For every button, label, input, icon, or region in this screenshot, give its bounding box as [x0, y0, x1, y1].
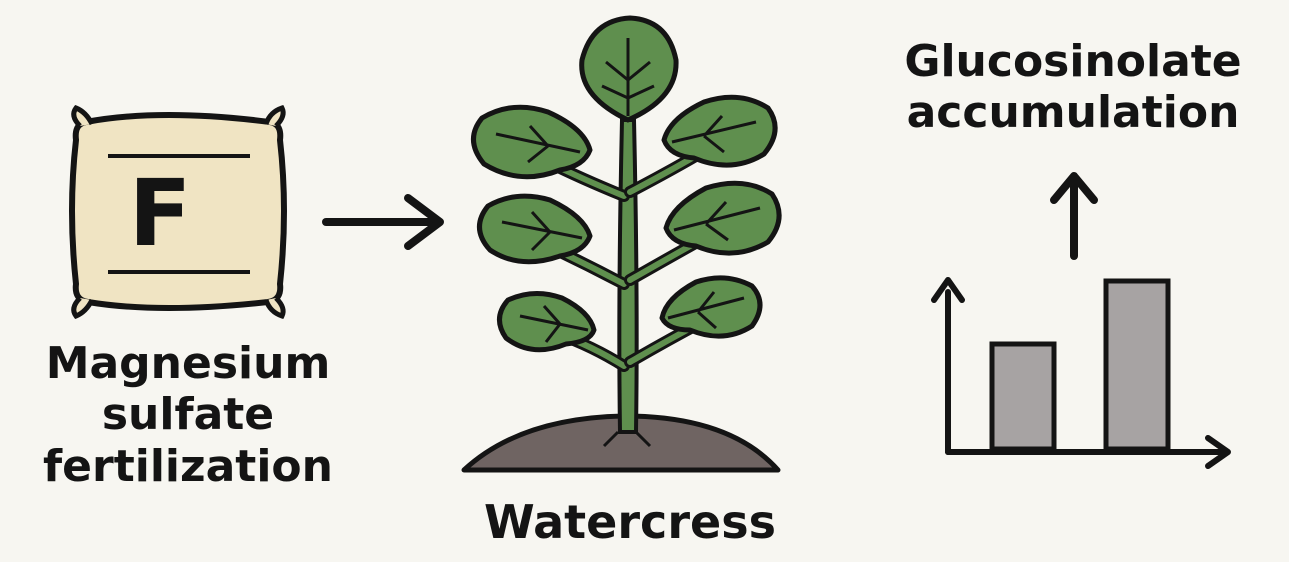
arrow-right-icon: [322, 194, 444, 250]
fertilizer-label-line-2: sulfate: [101, 389, 275, 441]
fertilizer-label: Magnesium sulfate fertilization: [0, 338, 376, 492]
watercress-plant-icon: [461, 15, 782, 473]
fertilizer-bag-letter: F: [128, 160, 192, 267]
leaf-left-middle: [477, 193, 593, 265]
leaf-right-middle: [663, 180, 782, 256]
outcome-label: Glucosinolate accumulation: [858, 36, 1288, 139]
leaf-left-lower: [497, 291, 597, 353]
fertilizer-bag-icon: [69, 104, 287, 320]
leaf-right-upper: [661, 94, 778, 168]
plant-label: Watercress: [484, 495, 776, 549]
outcome-label-line-2: accumulation: [906, 87, 1240, 139]
arrow-up-icon: [1050, 172, 1098, 260]
fertilizer-label-line-1: Magnesium: [45, 338, 331, 389]
leaf-right-lower: [659, 275, 763, 339]
chart-bar-1: [989, 341, 1057, 452]
fertilizer-label-line-3: fertilization: [43, 440, 333, 492]
y-axis-arrowhead: [931, 277, 965, 303]
chart-bar-2: [1103, 278, 1171, 452]
bar-chart-icon: [931, 277, 1231, 469]
outcome-label-line-1: Glucosinolate: [904, 36, 1242, 87]
x-axis-arrowhead: [1205, 435, 1231, 469]
leaf-top: [579, 15, 679, 123]
leaf-left-upper: [471, 104, 593, 180]
